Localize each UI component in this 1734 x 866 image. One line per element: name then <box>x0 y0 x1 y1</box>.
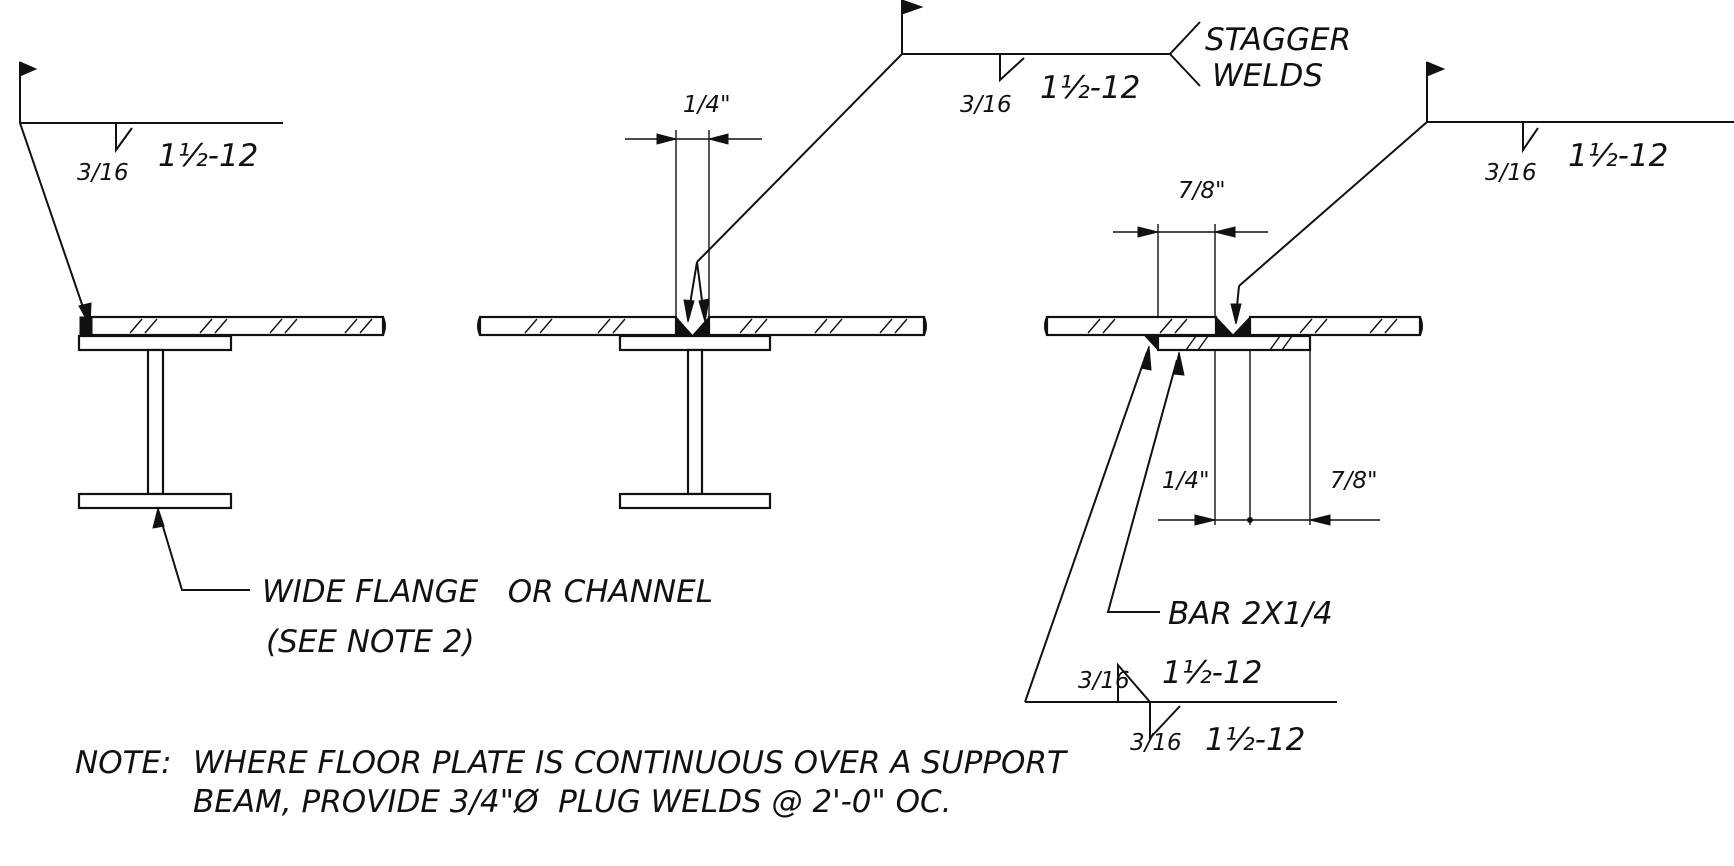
plate-hatching <box>524 318 908 334</box>
groove-weld-bead <box>675 315 694 336</box>
plate-hatching <box>1087 318 1398 334</box>
weld-spec-label: 1½-12 <box>1040 70 1140 106</box>
floor-plate-right <box>1248 315 1422 337</box>
weld-arrow-line <box>696 53 903 263</box>
weld-spec-label: 1½-12 <box>1568 138 1668 174</box>
arrowhead-icon <box>1309 514 1331 526</box>
weld-size-label: 3/16 <box>77 160 129 186</box>
floor-plate-left <box>1045 315 1218 337</box>
dim-gap-label: 1/4" <box>683 92 731 118</box>
beam-bottom-flange <box>77 492 233 510</box>
bottom-weld-top-spec: 1½-12 <box>1162 655 1262 691</box>
fillet-weld-bead <box>79 316 93 336</box>
note-line1: WHERE FLOOR PLATE IS CONTINUOUS OVER A S… <box>193 745 1068 781</box>
beam-web <box>686 348 704 496</box>
detail-3: 3/16 1½-12 7/8" <box>1024 61 1734 758</box>
weld-size-label: 3/16 <box>960 92 1012 118</box>
weld-arrow-line <box>1024 351 1148 703</box>
arrowhead-icon <box>707 133 729 145</box>
plate-break-line <box>382 316 386 336</box>
arrowhead-icon <box>698 298 710 323</box>
arrowhead-icon <box>1194 514 1216 526</box>
beam-top-flange <box>77 334 233 352</box>
weld-arrow-line <box>1238 121 1428 287</box>
floor-plate-left <box>478 315 678 337</box>
fillet-weld-symbol <box>1117 662 1151 703</box>
plate-break-line <box>477 316 481 336</box>
detail-1: 3/16 1½-12 WIDE FLANGE OR CHANNEL (SEE N… <box>19 61 713 660</box>
field-weld-flag-icon <box>1426 61 1446 77</box>
arrowhead-icon <box>152 506 165 529</box>
weld-spec-label: 1½-12 <box>158 138 258 174</box>
dim-left-label: 1/4" <box>1162 468 1210 494</box>
fillet-weld-symbol <box>999 54 1025 83</box>
beam-bottom-flange <box>618 492 772 510</box>
weld-size-label: 3/16 <box>1485 160 1537 186</box>
groove-weld-bead <box>1215 315 1235 336</box>
plate-break-line <box>1044 316 1048 336</box>
beam-top-flange <box>618 334 772 352</box>
bottom-weld-top-size: 3/16 <box>1078 668 1130 694</box>
dimension-dot <box>1247 517 1253 523</box>
weld-arrow-line <box>19 122 87 317</box>
fillet-weld-symbol <box>1149 702 1181 741</box>
arrowhead-icon <box>656 133 678 145</box>
fillet-weld-bead <box>1143 335 1159 352</box>
arrowhead-icon <box>683 299 695 323</box>
arrowhead-icon <box>1140 345 1152 371</box>
arrowhead-icon <box>1214 226 1236 238</box>
arrowhead-icon <box>1230 303 1242 325</box>
beam-web <box>146 348 165 496</box>
bar-callout-label: BAR 2X1/4 <box>1168 596 1333 632</box>
tail-note-line1: STAGGER <box>1205 22 1351 58</box>
fillet-weld-symbol <box>115 123 133 154</box>
general-note: NOTE: WHERE FLOOR PLATE IS CONTINUOUS OV… <box>75 745 1068 820</box>
beam-callout-line1: WIDE FLANGE OR CHANNEL <box>262 574 713 610</box>
plate-break-line <box>923 316 927 336</box>
arrowhead-icon <box>1173 351 1185 376</box>
tail-note-line2: WELDS <box>1212 58 1323 94</box>
dim-right-label: 7/8" <box>1330 468 1378 494</box>
note-prefix: NOTE: <box>75 745 172 781</box>
note-line2: BEAM, PROVIDE 3/4"Ø PLUG WELDS @ 2'-0" O… <box>193 784 952 820</box>
detail-2: 3/16 1½-12 STAGGER WELDS 1/4" <box>477 0 1351 510</box>
bottom-weld-bottom-spec: 1½-12 <box>1205 722 1305 758</box>
weld-tail-icon <box>1168 21 1201 87</box>
groove-weld-bead <box>691 315 710 336</box>
beam-callout-line2: (SEE NOTE 2) <box>266 624 475 660</box>
dim-top-label: 7/8" <box>1178 178 1226 204</box>
field-weld-flag-icon <box>19 61 38 77</box>
fillet-weld-symbol <box>1522 122 1539 154</box>
plate-hatching <box>129 318 373 334</box>
field-weld-flag-icon <box>901 0 924 15</box>
bottom-weld-bottom-size: 3/16 <box>1130 730 1182 756</box>
beam-callout-leader <box>157 509 250 591</box>
arrowhead-icon <box>1137 226 1159 238</box>
plate-break-line <box>1419 316 1423 336</box>
bar-callout-leader <box>1106 359 1178 613</box>
bar-hatching <box>1185 335 1293 351</box>
